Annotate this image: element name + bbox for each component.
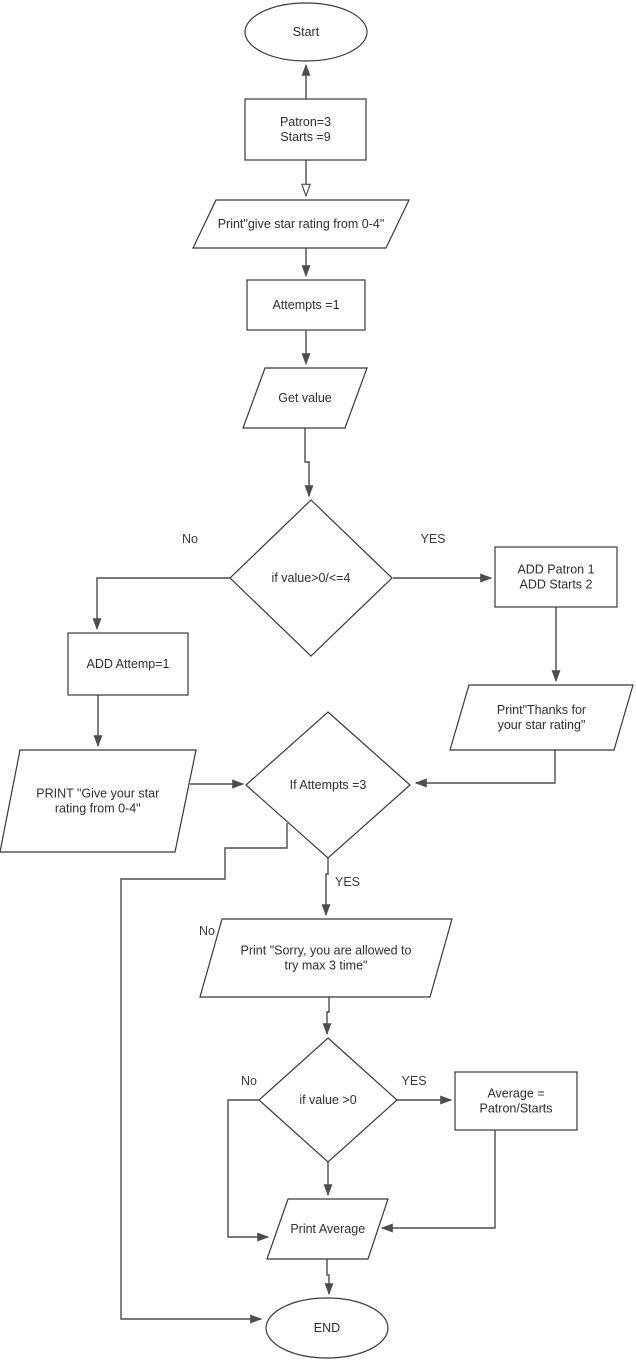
print-rating-prompt-label: Print"give star rating from 0-4" [218, 217, 385, 231]
node-print-rating-prompt[interactable]: Print"give star rating from 0-4" [192, 199, 410, 249]
add-attempt-label: ADD Attemp=1 [86, 657, 169, 671]
edge-label-attempts-no: No [199, 924, 215, 938]
print-sorry-shape[interactable] [199, 918, 453, 998]
set-attempts-label: Attempts =1 [272, 298, 339, 312]
edge-label-positive-yes: YES [401, 1074, 426, 1088]
node-check-value-range[interactable]: if value>0/<=4 [229, 499, 393, 657]
edge-range-no-to-add-attempt [92, 577, 230, 631]
edge-attempts-no-to-end [120, 823, 288, 1324]
print-give-rating-shape[interactable] [0, 749, 197, 853]
node-start[interactable]: Start [244, 2, 368, 62]
node-check-value-positive[interactable]: if value >0 [258, 1037, 398, 1163]
node-get-value[interactable]: Get value [242, 367, 368, 429]
compute-average-shape[interactable] [454, 1071, 578, 1131]
edges-layer [92, 63, 561, 1324]
check-attempts-label: If Attempts =3 [290, 778, 367, 792]
edge-label-positive-no: No [241, 1074, 257, 1088]
edge-get-value-to-check-range [304, 428, 314, 498]
node-compute-average[interactable]: Average =Patron/Starts [454, 1071, 578, 1131]
start-label: Start [293, 25, 320, 39]
check-value-range-shape[interactable] [229, 499, 393, 657]
node-add-attempt[interactable]: ADD Attemp=1 [67, 632, 189, 696]
add-patron-starts-shape[interactable] [494, 546, 618, 608]
check-attempts-shape[interactable] [245, 711, 411, 859]
edge-label-range-yes: YES [420, 532, 445, 546]
edge-average-to-print-average [380, 1130, 496, 1233]
edge-positive-no-to-print-average [227, 1099, 270, 1242]
edge-label-range-no: No [182, 532, 198, 546]
end-label: END [314, 1321, 340, 1335]
print-rating-prompt-shape[interactable] [192, 199, 410, 249]
print-average-label: Print Average [290, 1222, 365, 1236]
print-thanks-shape[interactable] [449, 684, 634, 751]
compute-average-label: Average =Patron/Starts [480, 1087, 553, 1116]
get-value-shape[interactable] [242, 367, 368, 429]
init-values-shape[interactable] [244, 98, 367, 161]
print-average-shape[interactable] [266, 1198, 389, 1260]
check-value-range-label: if value>0/<=4 [272, 571, 351, 585]
start-shape[interactable] [244, 2, 368, 62]
check-value-positive-shape[interactable] [258, 1037, 398, 1163]
edge-label-attempts-yes: YES [335, 875, 360, 889]
node-check-attempts[interactable]: If Attempts =3 [245, 711, 411, 859]
node-set-attempts[interactable]: Attempts =1 [246, 279, 366, 331]
end-shape[interactable] [265, 1297, 389, 1359]
edge-print-average-to-end [324, 1259, 334, 1296]
edge-attempts-yes-to-sorry [321, 857, 331, 917]
check-value-positive-label: if value >0 [299, 1093, 356, 1107]
node-print-average[interactable]: Print Average [266, 1198, 389, 1260]
get-value-label: Get value [278, 391, 332, 405]
add-attempt-shape[interactable] [67, 632, 189, 696]
edge-thanks-to-check-attempts [414, 750, 556, 788]
set-attempts-shape[interactable] [246, 279, 366, 331]
edge-sorry-to-check-positive [322, 997, 332, 1036]
node-end[interactable]: END [265, 1297, 389, 1359]
